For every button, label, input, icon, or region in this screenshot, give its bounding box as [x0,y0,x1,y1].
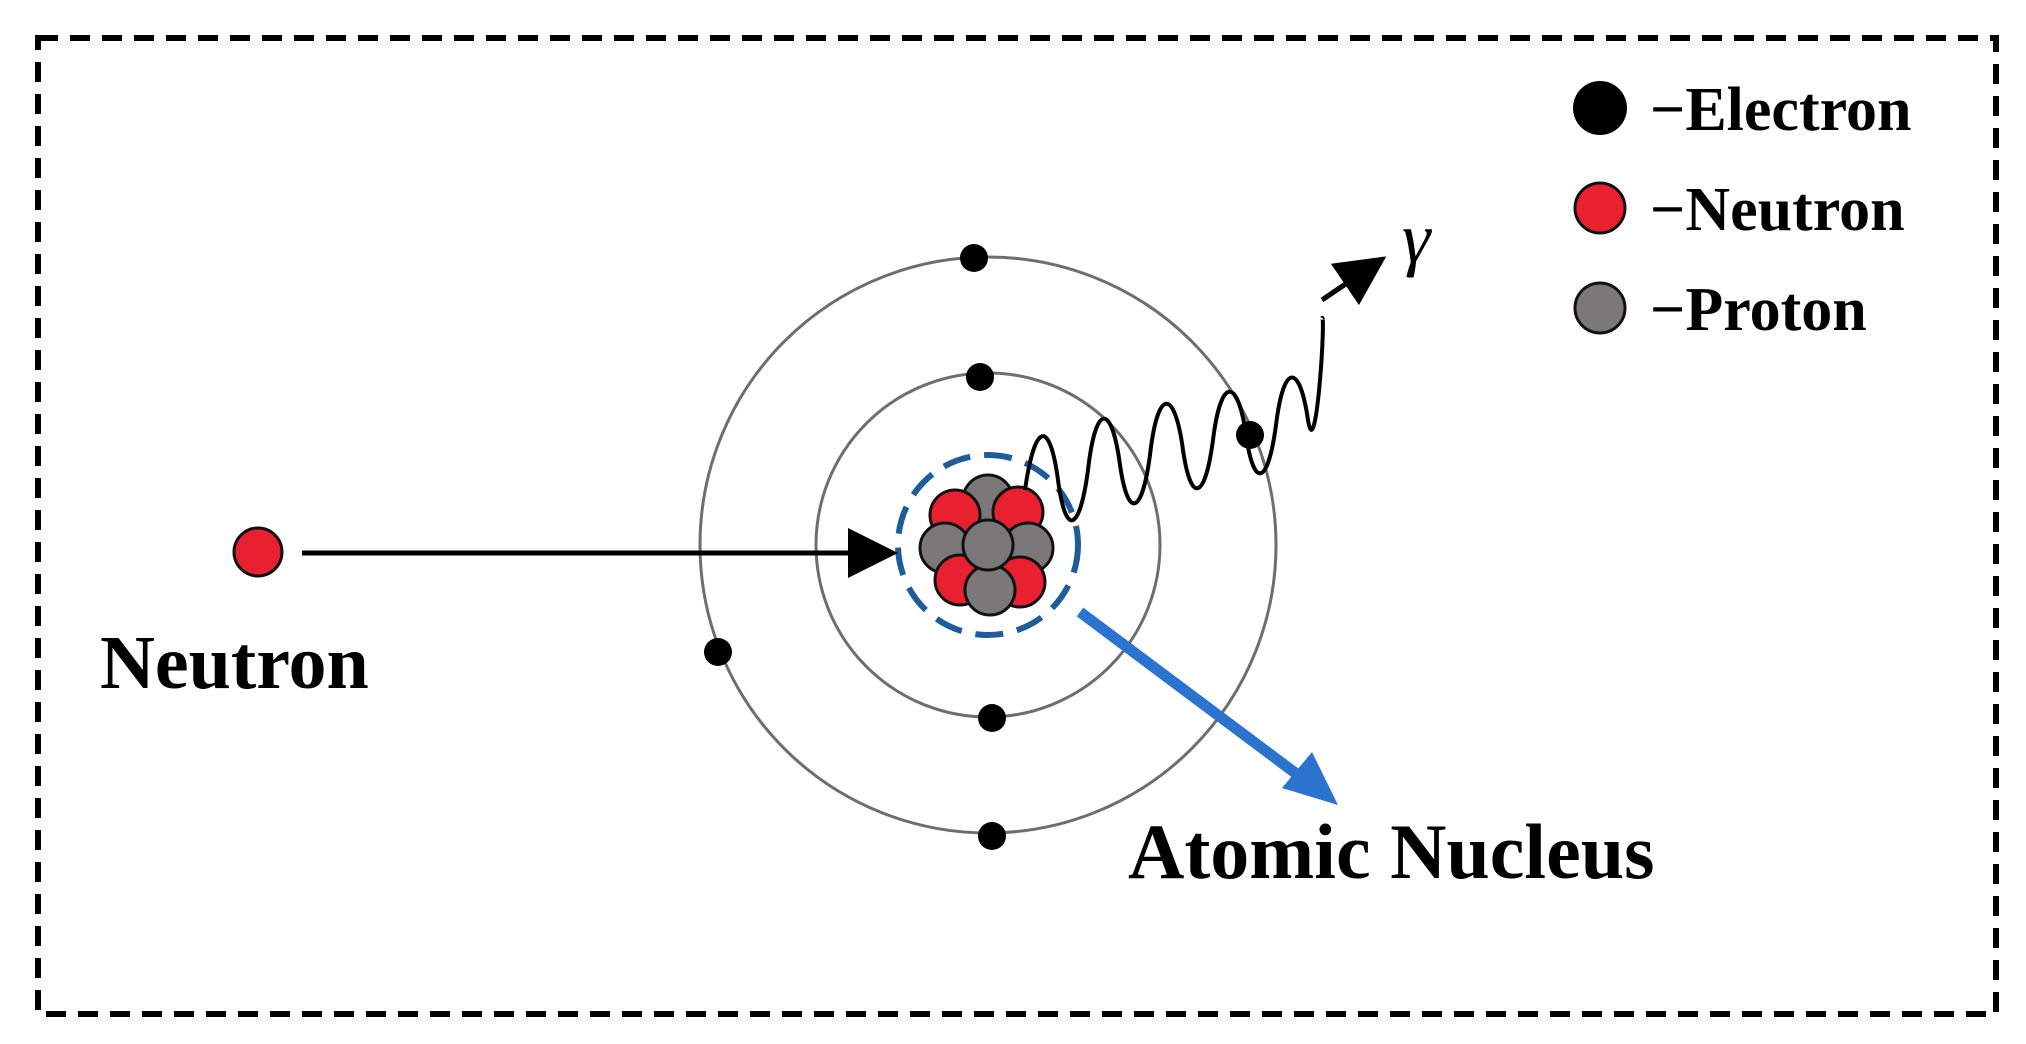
nucleus-pointer-arrowhead [1282,752,1338,805]
electron [704,638,732,666]
proton [961,518,1015,572]
electron [966,363,994,391]
gamma-ray-arrow [1320,256,1387,306]
legend-electron-icon [1573,81,1627,135]
incoming-neutron-label: Neutron [100,621,369,705]
legend-neutron-icon [1573,181,1627,235]
electron [960,244,988,272]
legend-electron-label: −Electron [1650,76,1911,144]
legend-proton-icon [1573,281,1627,335]
proton [963,563,1017,617]
electron [1236,421,1264,449]
atomic-nucleus [918,473,1055,617]
gamma-ray-wave [1023,315,1325,522]
legend-neutron-label: −Neutron [1650,176,1905,244]
gamma-label: γ [1402,198,1432,278]
incoming-neutron [232,526,284,578]
legend: −Electron −Neutron −Proton [1573,76,1911,344]
atomic-nucleus-label: Atomic Nucleus [1128,808,1654,895]
nucleus-boundary [895,452,1081,638]
legend-proton-label: −Proton [1650,276,1867,344]
nucleus-pointer-line [1076,607,1306,783]
dashed-frame [35,35,1999,1017]
electrons [704,244,1264,850]
electron [978,704,1006,732]
electron [978,822,1006,850]
